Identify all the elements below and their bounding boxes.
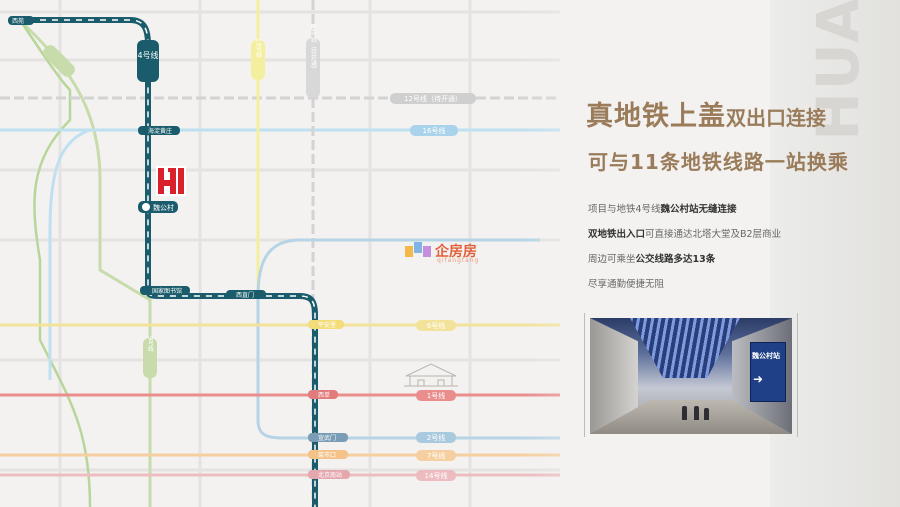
station-photo: 魏公村站 ➜ <box>590 318 792 434</box>
headline-small: 双出口连接 <box>726 106 826 130</box>
station-haidian: 海淀黄庄 <box>148 127 172 135</box>
label-line-13: 13号线 <box>255 38 262 58</box>
station-sign <box>750 342 786 402</box>
headline-line1: 真地铁上盖双出口连接 <box>586 94 826 133</box>
line-s-route <box>18 19 92 507</box>
tiananmen-icon <box>404 363 458 387</box>
label-line-4: 4号线 <box>137 50 158 60</box>
feature-list: 项目与地铁4号线魏公村站无缝连接 双地铁出入口可直接通达北塔大堂及B2层商业 周… <box>588 203 781 303</box>
label-line-14: 14号线 <box>425 471 448 480</box>
line-2-route <box>256 238 560 440</box>
feature-item: 项目与地铁4号线魏公村站无缝连接 <box>588 204 737 215</box>
label-line-7: 7号线 <box>427 451 445 460</box>
feature-item: 尽享通勤便捷无阻 <box>588 279 665 290</box>
label-line-2: 2号线 <box>427 433 445 442</box>
label-line-19: 19号线（待开通） <box>310 23 317 73</box>
watermark-sub: qifangfang <box>437 257 480 264</box>
arrow-right-icon: ➜ <box>753 372 764 386</box>
station-taoranting: 北京南站 <box>318 471 342 479</box>
feature-item: 周边可乘坐公交线路多达13条 <box>588 254 716 265</box>
headline-line2: 可与11条地铁线路一站换乘 <box>588 150 849 174</box>
station-xuanwumen: 宣武门 <box>318 434 336 442</box>
station-weigongcun: 魏公村 <box>153 203 174 212</box>
photo-frame <box>584 313 798 437</box>
feature-item: 双地铁出入口可直接通达北塔大堂及B2层商业 <box>588 229 782 240</box>
label-line-16: 16号线 <box>423 126 446 135</box>
headline-big: 真地铁上盖 <box>586 101 726 132</box>
watermark-brand: 企房房 <box>435 244 477 260</box>
label-line-9: 9号线 <box>147 336 154 352</box>
station-caishikou: 菜市口 <box>318 451 336 459</box>
line-16-route <box>0 128 560 380</box>
station-xidan: 西单 <box>318 391 330 399</box>
watermark-logo: 企房房 qifangfang <box>405 240 480 264</box>
station-guojia: 国家图书馆 <box>152 287 182 295</box>
watermark-house-icon <box>405 240 431 262</box>
label-line-12: 12号线（待开通） <box>404 94 462 103</box>
label-line-6: 6号线 <box>427 321 445 330</box>
station-pinganli: 平安里 <box>318 321 336 329</box>
station-xiyuan: 西苑 <box>12 17 24 25</box>
station-sign-text: 魏公村站 <box>752 352 780 360</box>
label-line-1: 1号线 <box>427 391 445 400</box>
station-xizhimen: 西直门 <box>236 291 254 299</box>
project-logo-icon <box>156 166 186 196</box>
line-9-route <box>18 18 152 507</box>
